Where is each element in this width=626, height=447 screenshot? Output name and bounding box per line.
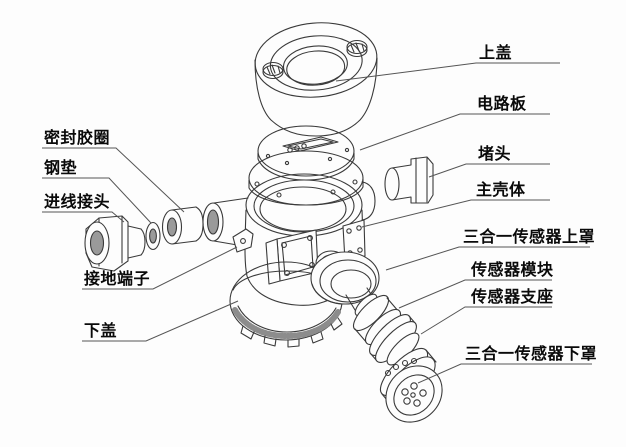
leader-cable-gland [42, 211, 125, 223]
sensor-support-part [369, 314, 420, 366]
plug-part [384, 156, 434, 204]
label-sensor-upper-cover: 三合一传感器上罩 [463, 227, 595, 246]
label-sensor-support: 传感器支座 [470, 287, 554, 306]
leader-sensor-support [420, 306, 552, 335]
leader-sensor-lower-cover [417, 363, 592, 384]
leader-top-cover [335, 62, 560, 82]
leader-circuit-board [359, 113, 550, 151]
leader-lines [42, 62, 592, 384]
sensor-upper-cover-part [310, 251, 380, 305]
top-cover-part [254, 22, 378, 137]
sensor-lower-cover-part [379, 347, 443, 423]
leader-sensor-module [398, 279, 552, 309]
leader-steel-washer [42, 177, 152, 224]
label-sensor-module: 传感器模块 [470, 260, 554, 279]
leader-sensor-upper-cover [385, 246, 590, 271]
circuit-board-part [248, 125, 364, 206]
ground-terminal-part [232, 228, 254, 253]
labels: 上盖 电路板 堵头 主壳体 三合一传感器上罩 传感器模块 传感器支座 三合一传感… [43, 43, 597, 363]
label-steel-washer: 钢垫 [44, 158, 77, 177]
label-cable-gland: 进线接头 [44, 192, 110, 211]
seal-ring-part [161, 206, 204, 245]
leader-plug [428, 163, 550, 178]
label-top-cover: 上盖 [479, 43, 512, 62]
label-plug: 堵头 [478, 144, 511, 163]
leader-seal-ring [42, 147, 185, 213]
label-ground-terminal: 接地端子 [84, 269, 150, 288]
sensor-module-part [345, 287, 402, 346]
steel-washer-part [145, 221, 161, 251]
label-main-housing: 主壳体 [476, 180, 526, 199]
cable-gland-part [84, 215, 146, 272]
label-sensor-lower-cover: 三合一传感器下罩 [465, 344, 597, 363]
leader-bottom-cover [82, 300, 239, 342]
leader-main-housing [361, 199, 550, 228]
label-circuit-board: 电路板 [477, 94, 527, 113]
label-bottom-cover: 下盖 [84, 321, 117, 340]
label-seal-ring: 密封胶圈 [43, 128, 110, 147]
leader-ground-terminal [82, 246, 238, 290]
